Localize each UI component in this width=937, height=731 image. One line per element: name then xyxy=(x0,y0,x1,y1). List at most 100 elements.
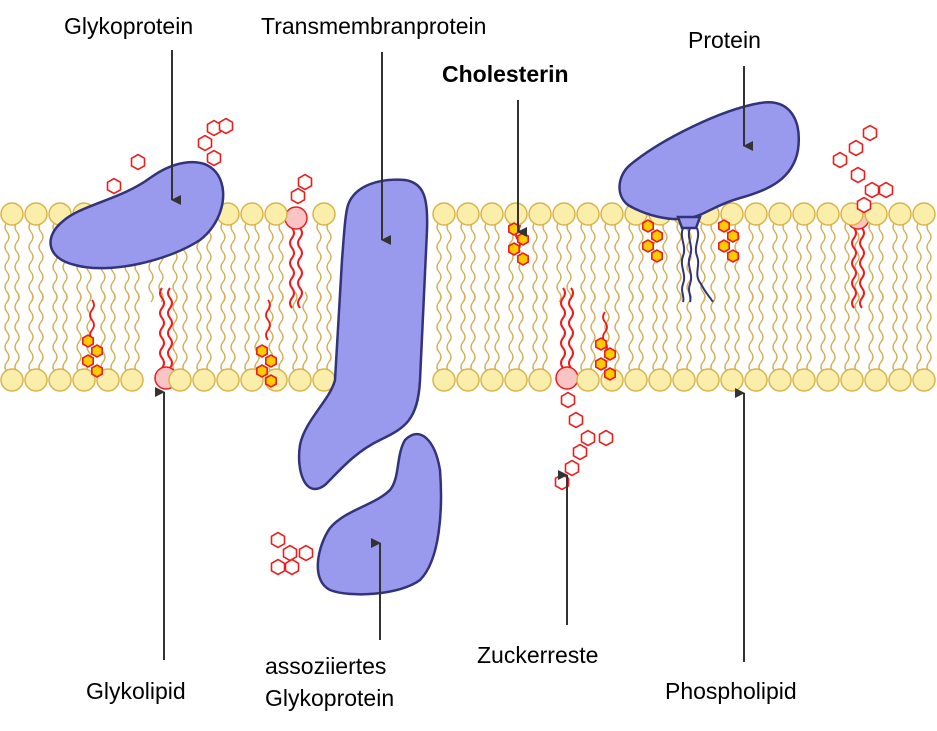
lipid-tail xyxy=(580,291,586,373)
lipid-tail xyxy=(638,221,644,303)
glycolipid-tail xyxy=(159,287,165,369)
lipid-tail xyxy=(676,221,682,303)
lipid-tail xyxy=(316,221,322,303)
ring xyxy=(641,219,655,233)
lipid-tail xyxy=(206,291,212,373)
lipid-tail xyxy=(268,221,274,303)
lipid-tail xyxy=(758,221,764,303)
protein-anchor-tails xyxy=(680,227,714,303)
ring xyxy=(290,187,306,205)
lipid-tail xyxy=(916,291,922,373)
lipid-tail xyxy=(844,221,850,303)
ring xyxy=(572,443,588,461)
label-glykolipid: Glykolipid xyxy=(86,678,186,704)
phospholipid-head xyxy=(528,368,552,392)
anchor-stub xyxy=(676,215,702,230)
phospholipid-heads xyxy=(0,202,936,392)
lipid-tail xyxy=(220,291,226,373)
ring xyxy=(717,219,731,233)
lipid-tail xyxy=(52,291,58,373)
lipid-tail xyxy=(758,291,764,373)
lipid-tail xyxy=(892,221,898,303)
ring xyxy=(726,229,740,243)
ring xyxy=(507,222,521,236)
cholesterol xyxy=(82,334,103,378)
phospholipid-head xyxy=(912,202,936,226)
ring xyxy=(298,544,314,562)
ring xyxy=(603,367,617,381)
ring xyxy=(270,531,286,549)
lipid-tail xyxy=(902,291,908,373)
lipid-tail xyxy=(820,291,826,373)
ring xyxy=(862,124,878,142)
ring xyxy=(856,196,872,214)
lipid-tail xyxy=(868,221,874,303)
lipid-tail xyxy=(302,291,308,373)
ring xyxy=(130,153,146,171)
phospholipid-head xyxy=(720,368,744,392)
phospholipid-head xyxy=(864,368,888,392)
ring xyxy=(848,139,864,157)
peripheral-protein-shape xyxy=(618,101,800,221)
lipid-tail xyxy=(76,291,82,373)
ring xyxy=(82,334,94,348)
lipid-tail xyxy=(38,291,44,373)
ring xyxy=(650,229,664,243)
lipid-tail xyxy=(62,291,68,373)
lipid-tail xyxy=(662,221,668,303)
lipid-tail xyxy=(532,221,538,303)
ring xyxy=(594,337,608,351)
lipid-tail xyxy=(28,291,34,373)
label-assoziiertes-line2: Glykoprotein xyxy=(265,685,395,711)
lipid-tail xyxy=(484,291,490,373)
lipid-tail xyxy=(292,291,298,373)
phospholipid-head xyxy=(504,368,528,392)
ring xyxy=(255,364,269,378)
phospholipid-head xyxy=(24,368,48,392)
ring xyxy=(91,344,103,358)
lipid-tail xyxy=(278,291,284,373)
label-phospholipid: Phospholipid xyxy=(665,678,797,704)
ring xyxy=(282,544,298,562)
ring xyxy=(850,166,866,184)
lipid-tail xyxy=(772,291,778,373)
phospholipid-head xyxy=(552,202,576,226)
lipid-tail xyxy=(772,221,778,303)
lipid-tail xyxy=(436,291,442,373)
phospholipid-head xyxy=(888,368,912,392)
pointer-arrows xyxy=(155,50,753,662)
phospholipid-head xyxy=(240,202,264,226)
cholesterol xyxy=(717,219,740,263)
phospholipid-head xyxy=(768,202,792,226)
ring xyxy=(206,149,222,167)
lipid-tail xyxy=(652,291,658,373)
lipid-tail xyxy=(436,221,442,303)
phospholipid-head xyxy=(792,368,816,392)
cholesterol-molecules xyxy=(82,219,740,388)
label-protein: Protein xyxy=(688,27,761,53)
lipid-tail xyxy=(830,221,836,303)
lipid-tail xyxy=(254,291,260,373)
ring xyxy=(603,347,617,361)
label-cholesterin: Cholesterin xyxy=(442,61,569,87)
ring xyxy=(564,459,580,477)
lipid-tail xyxy=(868,291,874,373)
lipid-tail xyxy=(830,291,836,373)
ring xyxy=(106,177,122,195)
lipid-tail xyxy=(220,221,226,303)
cholesterol-tail xyxy=(89,299,95,341)
ring xyxy=(218,117,234,135)
lipid-tail xyxy=(484,221,490,303)
glycolipid-head xyxy=(284,206,308,230)
ring xyxy=(594,357,608,371)
ring xyxy=(864,181,880,199)
lipid-tail xyxy=(124,291,130,373)
lipid-tail xyxy=(878,221,884,303)
phospholipid-head xyxy=(600,202,624,226)
lipid-tail xyxy=(494,221,500,303)
phospholipid-head xyxy=(216,368,240,392)
phospholipid-head xyxy=(792,202,816,226)
ring xyxy=(580,429,596,447)
lipid-tail xyxy=(628,221,634,303)
